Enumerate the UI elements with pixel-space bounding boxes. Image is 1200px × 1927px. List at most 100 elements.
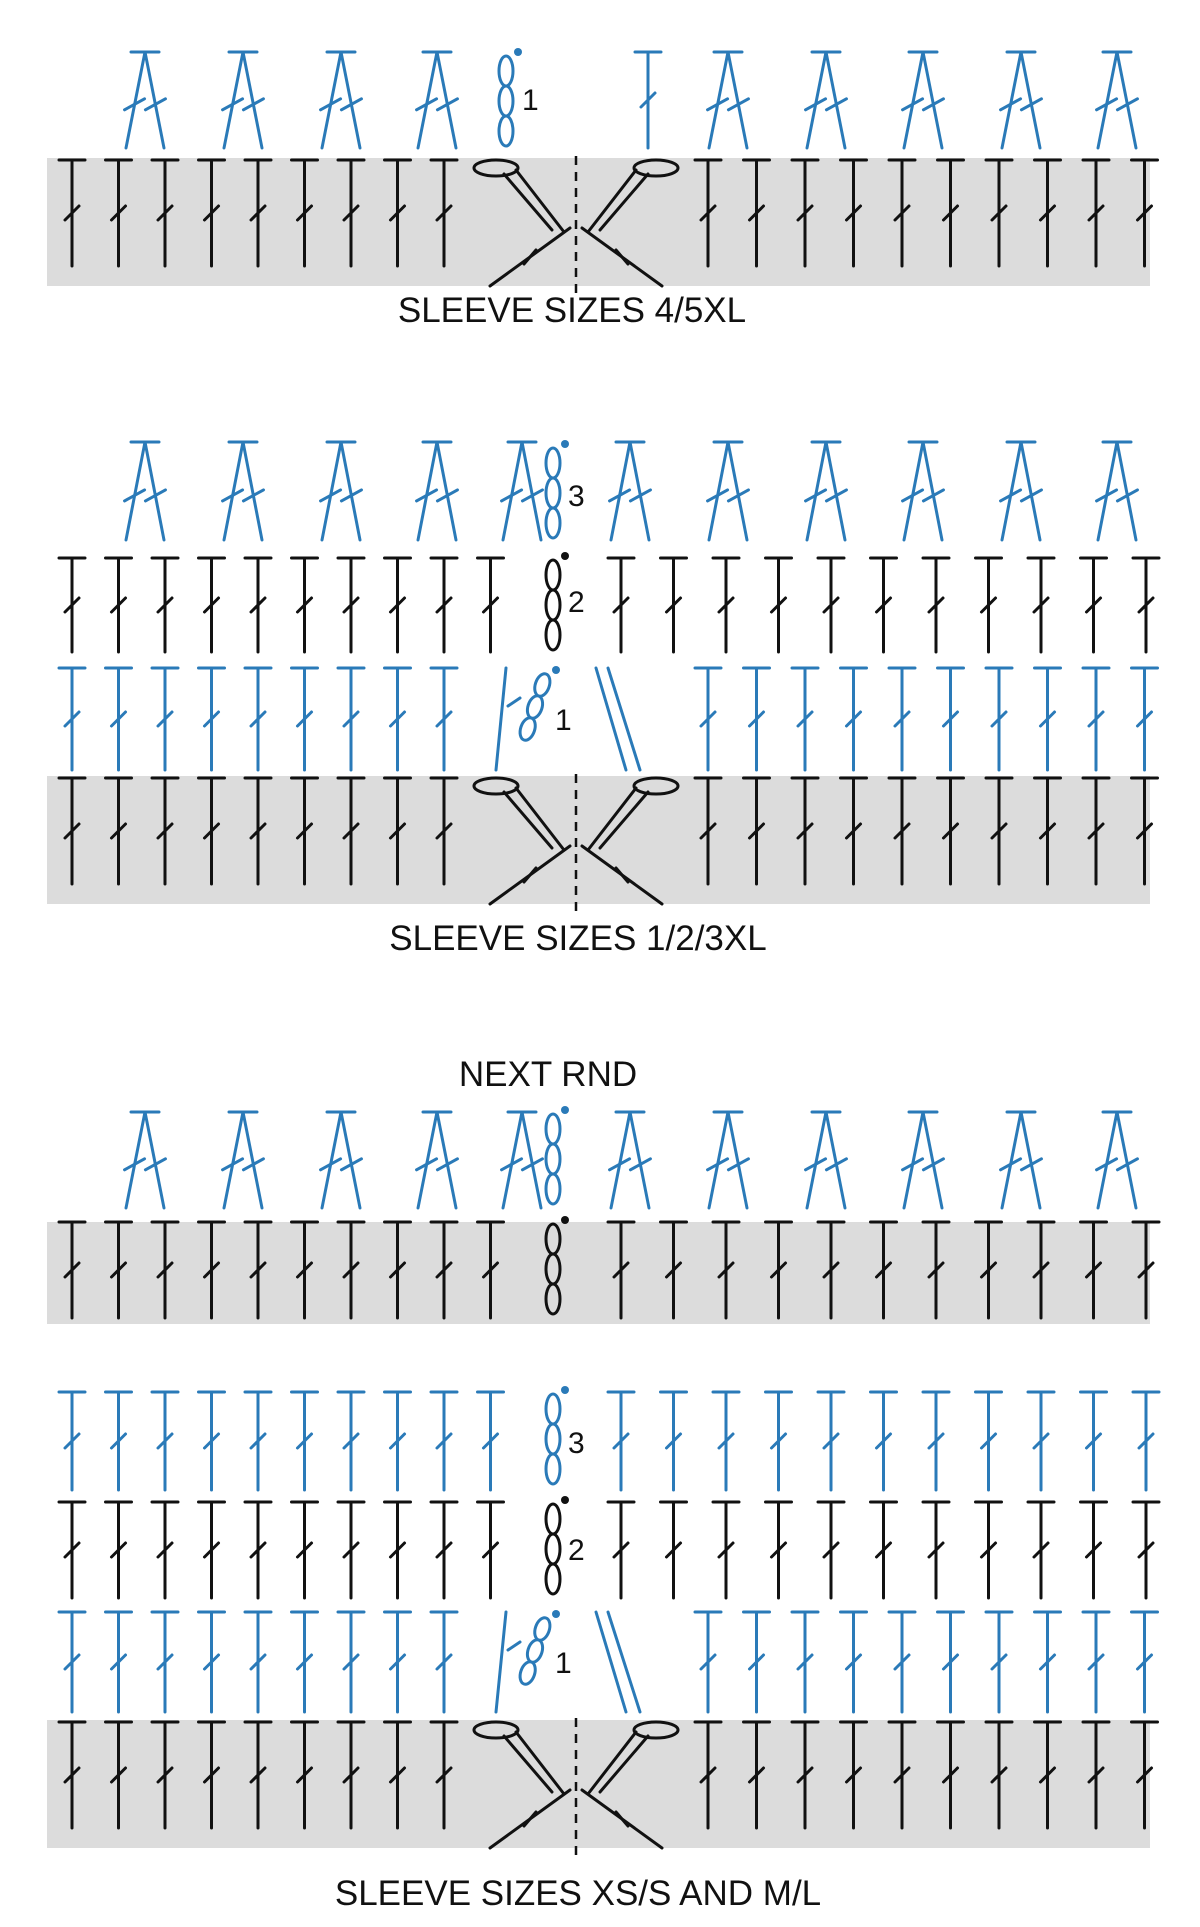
dc-stitch [869,1220,898,1320]
loop-right [632,1720,680,1740]
dc-stitch [1026,556,1056,654]
dc-stitch [1081,776,1111,886]
dc-stitch [887,776,917,886]
dc-stitch [57,158,87,268]
dc-stitch [711,1220,741,1320]
chain-oval [544,446,562,480]
dc-stitch [742,776,771,886]
dc-stitch [336,158,366,268]
dc-stitch [1131,1500,1161,1600]
dc-stitch [57,1720,87,1830]
dc-stitch [290,1720,319,1830]
dc-stitch [150,1220,180,1320]
dc-stitch [104,666,133,772]
v-stitch [804,440,848,542]
dc-stitch [243,1720,273,1830]
dc-stitch [869,556,898,654]
chain-oval [544,1392,562,1426]
dc-stitch [429,666,459,772]
dc-stitch [921,1500,951,1600]
chain-oval [518,1660,537,1686]
dc-stitch [383,1500,412,1600]
caption-1-2-3xl: SLEEVE SIZES 1/2/3XL [389,919,766,958]
shell-stitch-row [123,50,1139,150]
chain-oval [544,1452,562,1486]
v-stitch [319,50,363,150]
slip-stitch-dot [514,48,522,56]
decrease-stitch-group [472,1718,680,1858]
chain-oval [533,672,552,698]
dc-stitch [197,158,226,268]
v-stitch [221,50,265,150]
dc-stitch [476,1390,505,1492]
dc-stitch [476,1500,505,1600]
dc-stitch [383,1610,412,1714]
base-round-band [47,1720,1150,1848]
dc-stitch [290,1610,319,1714]
chain-label-1: 1 [555,1647,572,1680]
chain-label-2: 2 [568,586,585,619]
dc-stitch [383,158,412,268]
chain-stitches [544,440,569,540]
dc-stitch [429,1390,459,1492]
dc-stitch [606,556,636,654]
dc-stitch [742,666,771,772]
dc-stitch [336,666,366,772]
slip-stitch-dot [561,1496,569,1504]
dc-stitch [693,1610,723,1714]
dc-stitch [290,666,319,772]
dc-stitch [921,1220,951,1320]
dc-stitch [921,1390,951,1492]
base-round-stitches [57,776,1159,886]
chain-oval [544,506,562,540]
chain-oval [544,1422,562,1456]
dc-stitch [1081,158,1111,268]
decrease-stitch-group [472,156,680,296]
dc-stitch [197,1610,226,1714]
dc-stitch [936,666,965,772]
dc-stitch [290,1500,319,1600]
dc-stitch [383,1390,412,1492]
dc-stitch [1079,1390,1108,1492]
dc-stitch [693,1720,723,1830]
dc-stitch [429,556,459,654]
turning-chains [518,1106,569,1686]
dc-stitch [974,1220,1003,1320]
dc-stitch [336,1220,366,1320]
dc-stitch [1081,1610,1111,1714]
chain-oval [544,588,562,622]
chain-oval [544,1142,562,1176]
dc-stitch [104,1720,133,1830]
loop-left [472,1720,520,1740]
dc-stitch [57,776,87,886]
dc-stitch [1130,776,1159,886]
slip-stitch-dot [561,1216,569,1224]
slip-stitch-dot [561,1106,569,1114]
v-stitch [415,440,459,542]
dc-stitch [1130,1610,1159,1714]
dc-stitch [476,556,505,654]
diagram-1-2-3xl: 1 2 3 SLEEVE SIZES 1/2/3XL [47,440,1161,958]
dc-stitch [243,776,273,886]
next-round-band [47,1222,1150,1324]
v-stitch [319,440,363,542]
dc-stitch [839,666,868,772]
diagram-4-5xl: 1 SLEEVE SIZES 4/5XL [47,48,1159,330]
dc-stitch [764,1390,793,1492]
chain-oval [518,716,537,742]
dc-stitch [290,1390,319,1492]
chain-oval [544,558,562,592]
dc-stitch [243,666,273,772]
dc-stitch [984,1610,1014,1714]
dc-stitch [197,556,226,654]
dc-stitch [243,1220,273,1320]
dc-stitch [1081,666,1111,772]
dc-stitch [606,1500,636,1600]
dc-stitch [290,776,319,886]
chain-label-2: 2 [568,1534,585,1567]
row-1-stitches [57,1610,1159,1714]
dc-stitch [839,776,868,886]
base-round-band [47,776,1150,904]
dc-stitch [764,1220,793,1320]
